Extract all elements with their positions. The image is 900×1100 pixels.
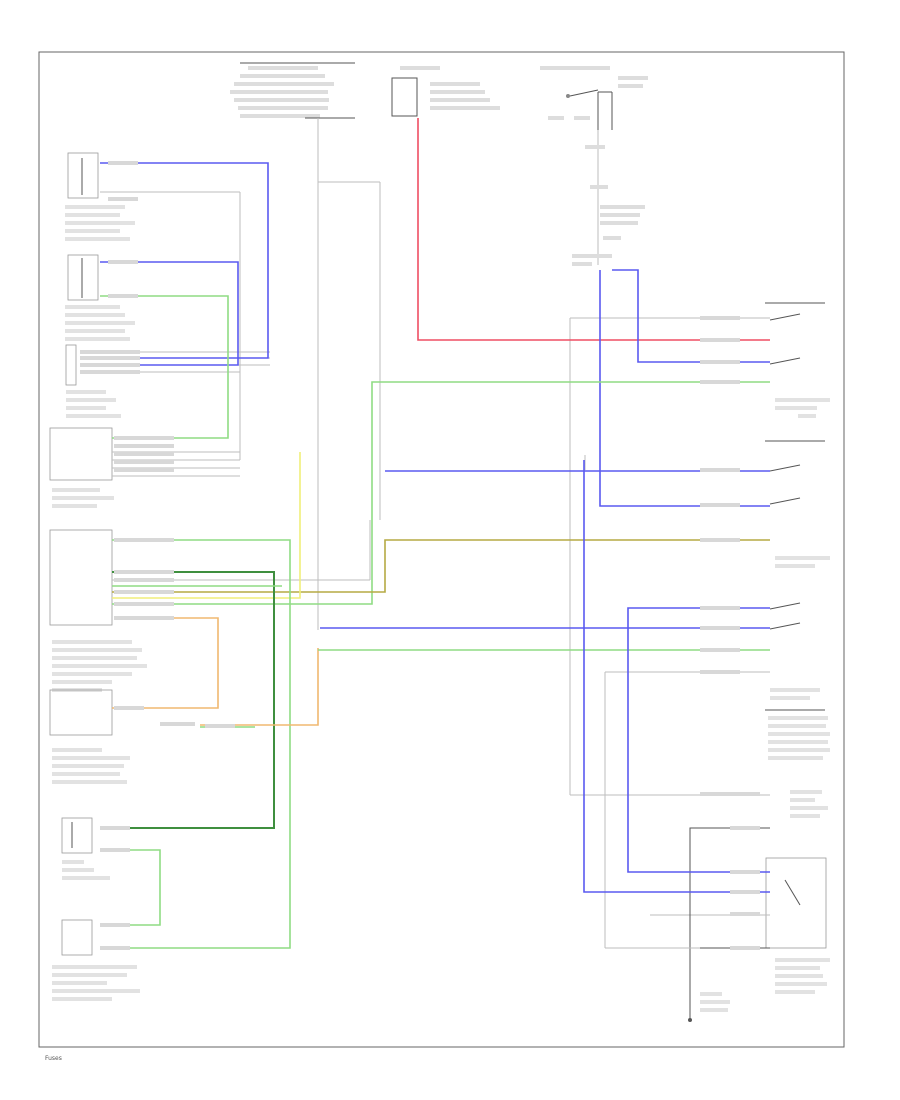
left-component-7 (61, 817, 110, 880)
blue-wire-3 (612, 269, 770, 363)
header-block-left (230, 62, 355, 119)
wire-tag (700, 670, 740, 674)
yellow-wire (112, 452, 301, 599)
wire-tag (108, 294, 138, 298)
wire-tag (108, 197, 138, 201)
left-component-8 (52, 919, 140, 1001)
green-wire-2 (112, 381, 770, 605)
wire-tag (730, 912, 760, 916)
wire-tag (114, 460, 174, 464)
wire-tag (114, 436, 174, 440)
wire-tag (700, 503, 740, 507)
colored-wires (100, 118, 770, 949)
wire-tag (205, 724, 235, 728)
wire-tag (100, 923, 130, 927)
wire-tag (700, 648, 740, 652)
wire-tag (114, 616, 174, 620)
orange-wire-2 (200, 648, 319, 726)
wire-tag (730, 826, 760, 830)
blue-wire-7 (627, 607, 770, 873)
diagram-frame (38, 51, 845, 1048)
wire-tag (108, 260, 138, 264)
wire-tag (114, 452, 174, 456)
wire-tag (700, 626, 740, 630)
wire-tag (700, 468, 740, 472)
left-component-2 (65, 254, 135, 341)
wire-tag (80, 350, 140, 354)
wire-tag (80, 363, 140, 367)
wire-tag (730, 890, 760, 894)
dark-green-wire-1 (100, 571, 275, 829)
wire-tag (700, 606, 740, 610)
wire-tag (700, 792, 760, 796)
wire-tag (80, 370, 140, 374)
left-component-4 (49, 427, 114, 508)
wire-tag (730, 946, 760, 950)
wire-tag (100, 848, 130, 852)
left-component-5 (49, 529, 147, 692)
header-block-center (391, 66, 500, 117)
wire-tag (114, 538, 174, 542)
wire-tag (730, 870, 760, 874)
fuse-block-stack (572, 130, 645, 266)
green-wire-6 (100, 849, 161, 926)
wire-tag (100, 826, 130, 830)
ignition-switch (540, 66, 648, 130)
wire-tag (100, 946, 130, 950)
wire-tag (108, 161, 138, 165)
wire-tag (114, 570, 174, 574)
wire-tag (700, 380, 740, 384)
wire-tags (80, 161, 760, 950)
wire-tag (700, 316, 740, 320)
wire-tag (114, 602, 174, 606)
olive-wire (112, 539, 770, 593)
wire-tag (114, 444, 174, 448)
orange-wire (112, 617, 219, 709)
left-component-3 (65, 344, 121, 418)
wire-tag (700, 360, 740, 364)
wire-tag (114, 706, 144, 710)
left-component-1 (65, 152, 135, 241)
ground-symbol (688, 940, 730, 1022)
blue-wire-1 (100, 162, 269, 359)
wire-tag (114, 578, 174, 582)
red-wire (417, 118, 770, 341)
green-wire-3 (100, 539, 291, 949)
footer-caption: Fuses (45, 1055, 62, 1062)
wire-tag (114, 590, 174, 594)
wire-tag (700, 338, 740, 342)
right-switch-group-1 (765, 302, 830, 418)
gray-wires (100, 118, 770, 949)
blue-wire-2 (100, 261, 239, 366)
dark-ground-wire (689, 827, 770, 949)
right-switch-group-3 (765, 602, 830, 760)
wire-tag (80, 356, 140, 360)
right-component-bottom (765, 790, 830, 994)
wire-tag (160, 722, 195, 726)
blue-wire-8 (583, 460, 770, 893)
wire-tag (700, 538, 740, 542)
right-switch-group-2 (765, 440, 830, 568)
left-component-6 (49, 689, 130, 784)
wire-tag (114, 468, 174, 472)
